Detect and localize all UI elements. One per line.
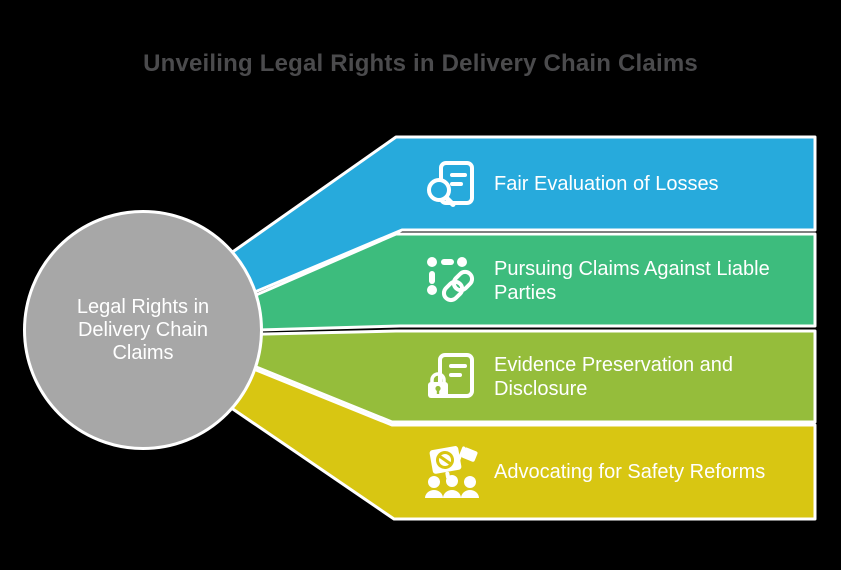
banner-item-evidence-preservation: Evidence Preservation and Disclosure xyxy=(424,331,816,422)
page-title: Unveiling Legal Rights in Delivery Chain… xyxy=(143,50,698,77)
banner-label: Evidence Preservation and Disclosure xyxy=(494,353,734,400)
banner-label: Fair Evaluation of Losses xyxy=(494,172,719,195)
banner-label: Advocating for Safety Reforms xyxy=(494,461,766,483)
banner-label: Pursuing Claims Against Liable Parties xyxy=(494,258,770,304)
center-circle xyxy=(23,210,263,450)
banner-item-pursuing-claims: Pursuing Claims Against Liable Parties xyxy=(424,235,816,327)
banner-item-safety-reforms: Advocating for Safety Reforms xyxy=(424,425,816,519)
linked-nodes-chain-icon xyxy=(427,257,475,303)
protest-group-icon xyxy=(425,446,479,498)
center-circle-label: Legal Rights in Delivery Chain Claims xyxy=(76,296,210,364)
banner-item-fair-evaluation: Fair Evaluation of Losses xyxy=(424,137,816,230)
document-search-icon xyxy=(427,160,474,207)
document-lock-icon xyxy=(428,352,474,398)
